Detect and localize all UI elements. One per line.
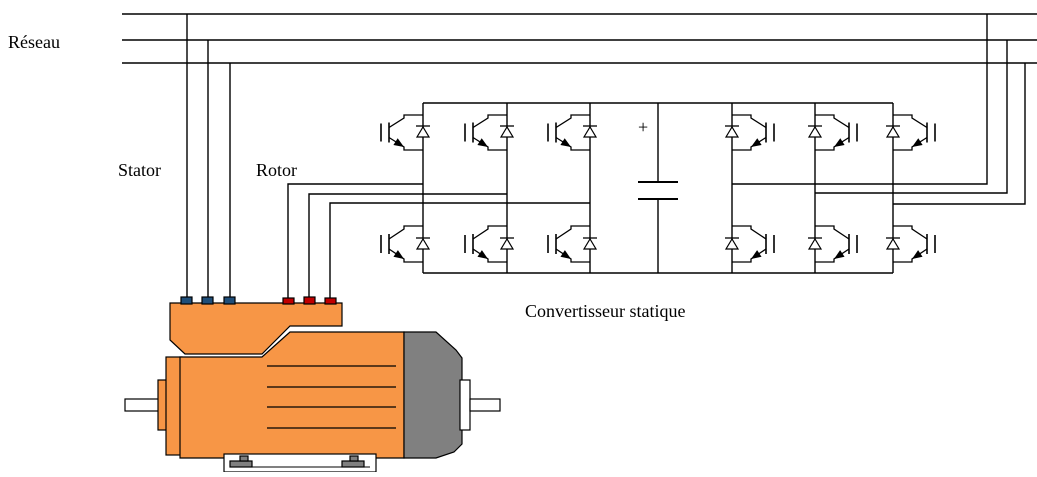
igbt-transistor — [815, 225, 858, 263]
freewheel-diode — [582, 125, 598, 138]
grid-bus — [122, 13, 1037, 64]
stator-terminal — [201, 296, 214, 305]
igbt-transistor — [893, 114, 936, 151]
left-shaft — [124, 398, 160, 412]
terminal-box — [169, 302, 343, 355]
motor-foot — [341, 460, 365, 468]
right-bearing — [459, 379, 471, 431]
igbt-transistor — [815, 114, 858, 151]
motor-foot — [349, 455, 359, 462]
rotor-wires — [287, 183, 590, 298]
freewheel-diode — [499, 125, 515, 138]
freewheel-diode — [499, 237, 515, 250]
freewheel-diode — [415, 125, 431, 138]
rotor-label: Rotor — [256, 160, 298, 180]
igbt-transistor — [380, 225, 423, 263]
converter-label: Convertisseur statique — [525, 301, 686, 321]
rotor-terminal — [324, 297, 337, 305]
igbt-transistor — [893, 225, 936, 263]
freewheel-diode — [807, 125, 823, 138]
freewheel-diode — [807, 237, 823, 250]
grid-side-wires — [732, 14, 1026, 205]
motor-end-cap — [403, 331, 463, 459]
right-shaft — [469, 398, 501, 412]
freewheel-diode — [885, 125, 901, 138]
freewheel-diode — [582, 237, 598, 250]
grid-label: Réseau — [8, 32, 60, 52]
dc-plus-label: + — [638, 117, 649, 137]
electric-machine — [124, 296, 501, 477]
igbt-transistor — [380, 114, 423, 151]
freewheel-diode — [415, 237, 431, 250]
igbt-transistor — [464, 225, 507, 263]
stator-label: Stator — [118, 160, 161, 180]
stator-terminal — [223, 296, 236, 305]
igbt-transistor — [547, 225, 590, 263]
rotor-terminal — [303, 296, 316, 305]
motor-foot — [229, 460, 253, 468]
freewheel-diode — [885, 237, 901, 250]
static-converter — [380, 102, 936, 274]
stator-wires — [186, 14, 231, 298]
motor-foot — [239, 455, 249, 462]
freewheel-diode — [724, 125, 740, 138]
igbt-transistor — [547, 114, 590, 151]
igbt-transistor — [732, 225, 775, 263]
freewheel-diode — [724, 237, 740, 250]
igbt-transistor — [732, 114, 775, 151]
stator-terminal — [180, 296, 193, 305]
rotor-terminal — [282, 297, 295, 305]
igbt-transistor — [464, 114, 507, 151]
